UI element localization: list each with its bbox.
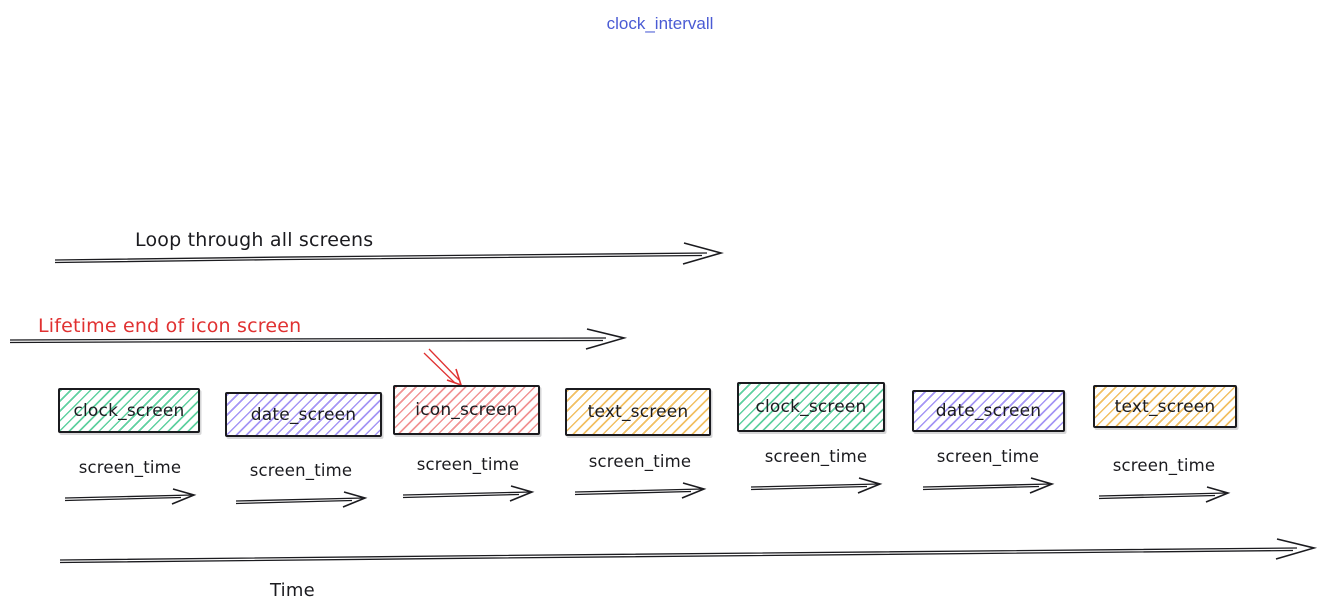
screen-box-label: date_screen [935,401,1042,421]
screen-time-group-1: screen_time [62,458,198,508]
screen-box-date-1: date_screen [225,392,382,437]
lifetime-arrow [9,328,628,350]
screen-time-label: screen_time [78,458,182,477]
screen-time-label: screen_time [764,447,868,466]
screen-time-label: screen_time [1112,456,1216,475]
screen-box-label: text_screen [1114,396,1216,417]
screen-box-label: text_screen [587,402,689,422]
screen-time-label: screen_time [249,461,353,480]
lifetime-arrow-label: Lifetime end of icon screen [38,315,302,337]
screen-box-date-2: date_screen [912,390,1065,432]
screen-time-group-2: screen_time [233,461,369,511]
screen-box-label: clock_screen [755,397,867,417]
screen-time-label: screen_time [588,452,692,471]
screen-time-label: screen_time [936,447,1040,466]
screen-time-arrow [64,488,197,505]
screen-time-group-7: screen_time [1096,456,1232,506]
time-axis-arrow [59,538,1318,564]
loop-arrow-label: Loop through all screens [135,229,374,251]
screen-box-text-1: text_screen [565,388,711,436]
screen-time-arrow [574,482,707,499]
screen-time-group-4: screen_time [572,452,708,502]
screen-time-arrow [750,477,883,494]
loop-arrow [54,242,724,265]
diagram-title: clock_intervall [606,14,714,33]
screen-time-arrow [922,477,1055,494]
screen-box-text-2: text_screen [1093,385,1237,428]
screen-box-label: clock_screen [73,400,185,421]
screen-time-group-6: screen_time [920,447,1056,497]
screen-time-arrow [1098,486,1231,503]
screen-time-group-3: screen_time [400,455,536,505]
screen-time-arrow [402,485,535,502]
time-axis-label: Time [270,580,315,601]
screen-box-clock-1: clock_screen [58,388,200,433]
screen-box-clock-2: clock_screen [737,382,885,432]
screen-box-label: date_screen [250,404,357,425]
screen-time-label: screen_time [416,455,520,474]
screen-time-arrow [235,491,368,508]
screen-time-group-5: screen_time [748,447,884,497]
screen-box-icon: icon_screen [393,385,540,435]
screen-box-label: icon_screen [415,400,518,420]
